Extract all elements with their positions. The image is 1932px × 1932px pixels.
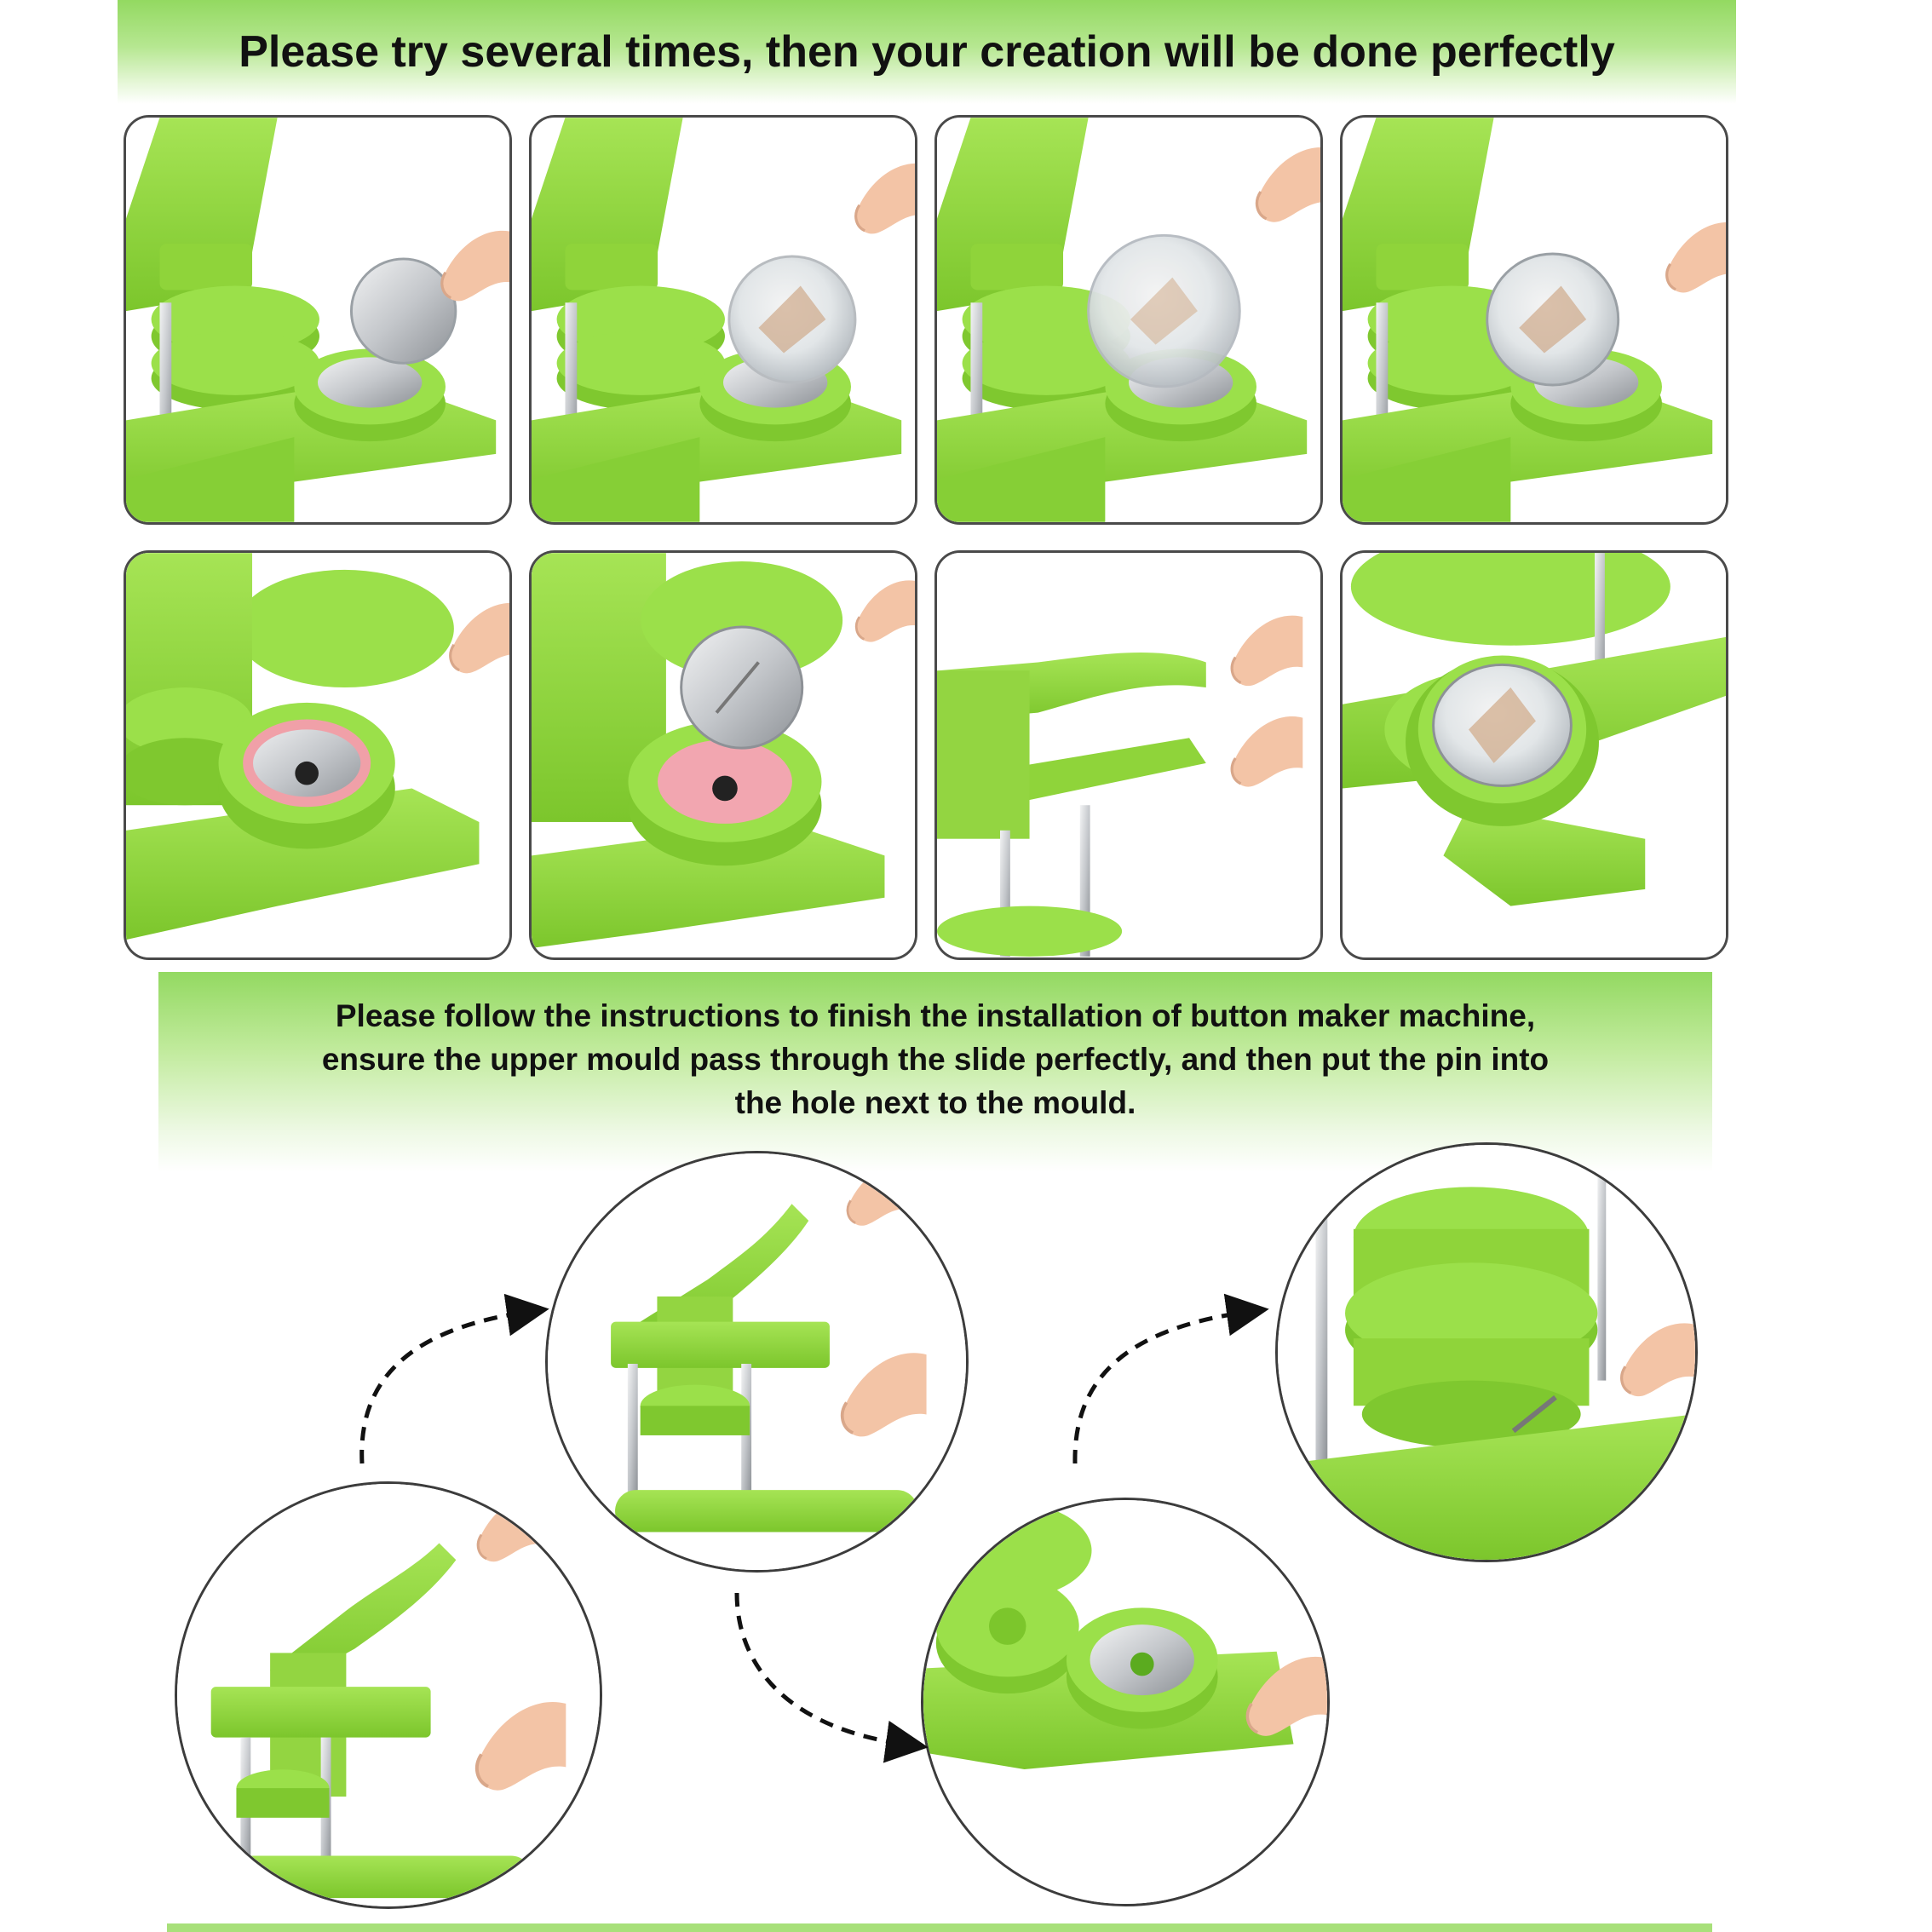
slide-mould-photo — [1343, 118, 1726, 522]
step-panel-3 — [934, 115, 1323, 525]
image-onto-shell-photo — [532, 118, 915, 522]
step-panel-7 — [934, 550, 1323, 960]
page-title-text: Please try several times, then your crea… — [239, 27, 1615, 77]
pin-back-onto-mould-photo — [532, 553, 915, 957]
ring-into-mould-photo — [126, 553, 509, 957]
film-onto-image-photo — [937, 118, 1320, 522]
step-panel-1 — [124, 115, 512, 525]
arrow-1-icon — [359, 1293, 549, 1464]
arrow-2-icon — [734, 1592, 929, 1763]
finished-button-photo — [1343, 553, 1726, 957]
shell-into-mould-photo — [126, 118, 509, 522]
install-handle-photo — [177, 1484, 600, 1906]
arrow-3-icon — [1072, 1293, 1269, 1464]
instructions-banner: Please follow the instructions to finish… — [158, 972, 1712, 1172]
bottom-divider — [167, 1923, 1712, 1932]
insert-pin-photo — [1278, 1145, 1695, 1560]
insert-mould-photo — [548, 1153, 966, 1570]
install-step-3 — [921, 1498, 1330, 1906]
press-handle-photo — [937, 553, 1320, 957]
step-panel-5 — [124, 550, 512, 960]
install-step-1 — [175, 1481, 602, 1909]
instruction-line: the hole next to the mould. — [734, 1085, 1136, 1120]
step-panel-4 — [1340, 115, 1728, 525]
install-step-2 — [545, 1151, 969, 1573]
instruction-line: Please follow the instructions to finish… — [335, 998, 1536, 1033]
install-step-4 — [1275, 1142, 1698, 1562]
slide-base-photo — [923, 1500, 1327, 1904]
step-panel-6 — [529, 550, 917, 960]
instruction-line: ensure the upper mould pass through the … — [321, 1042, 1550, 1077]
page-title: Please try several times, then your crea… — [118, 0, 1736, 104]
step-panel-2 — [529, 115, 917, 525]
step-panel-8 — [1340, 550, 1728, 960]
